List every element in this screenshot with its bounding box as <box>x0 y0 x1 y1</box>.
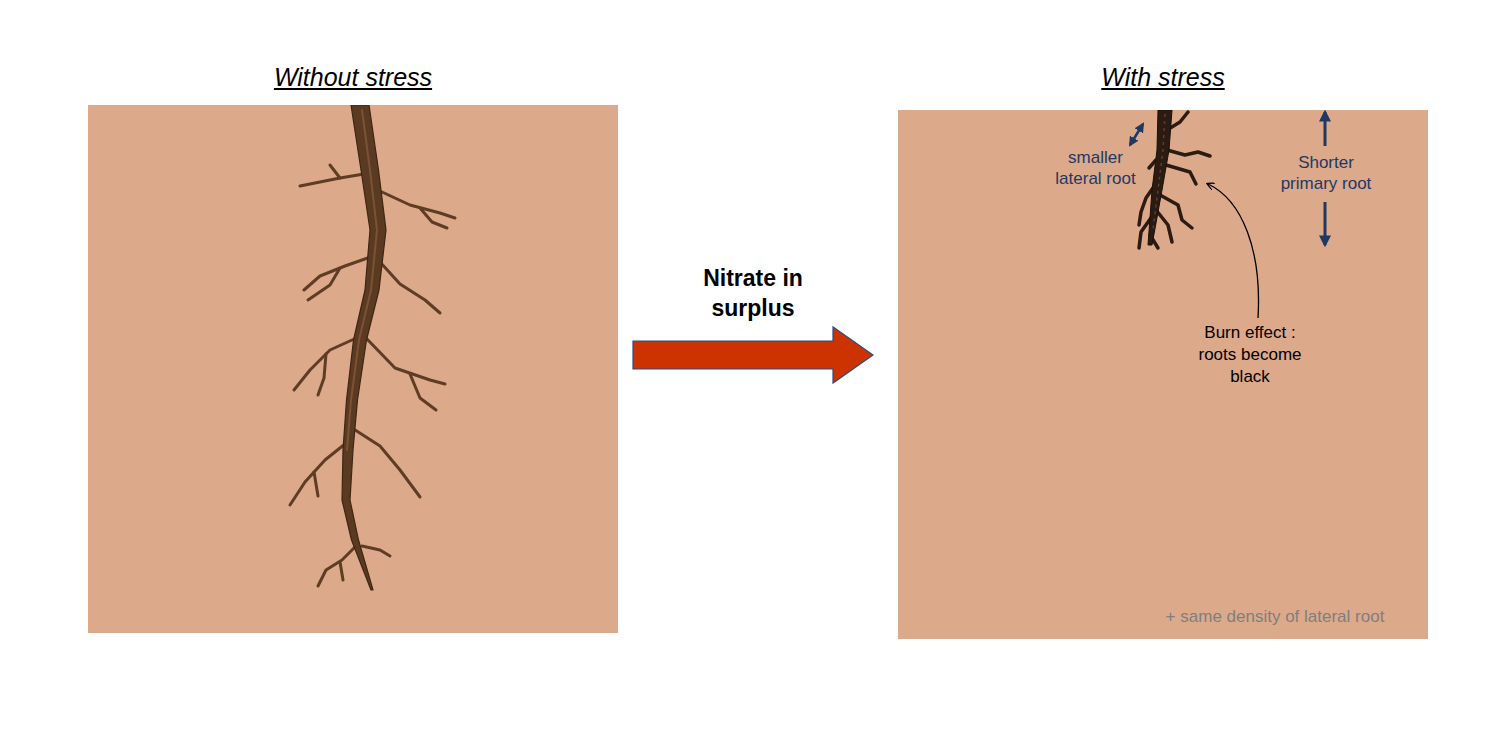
burn-texture <box>1153 114 1165 230</box>
arrow-label: Nitrate in surplus <box>683 263 823 323</box>
up-arrow <box>1324 112 1327 146</box>
lateral-root <box>308 268 340 300</box>
lateral-root <box>420 208 447 228</box>
lateral-root <box>352 428 420 497</box>
primary-root <box>1148 110 1172 245</box>
lateral-root <box>382 192 455 218</box>
lateral-root <box>1156 210 1172 242</box>
lateral-root <box>318 546 356 586</box>
lateral-root <box>318 354 326 395</box>
down-arrow <box>1324 202 1327 245</box>
length-arrow <box>1130 124 1143 145</box>
lateral-root <box>314 472 318 496</box>
lateral-root <box>330 165 340 178</box>
soil-panel-node: Without stress <box>88 55 618 633</box>
lateral-root <box>290 440 350 505</box>
primary-root <box>342 105 386 590</box>
block-arrow <box>633 327 873 383</box>
soil-panel-node: With stress <box>898 55 1428 639</box>
root-highlight <box>347 110 377 450</box>
lateral-root <box>1167 150 1210 156</box>
lateral-root <box>410 374 436 410</box>
dimension-label: smaller lateral root <box>1048 147 1143 189</box>
healthy-root-illustration <box>88 105 618 633</box>
lateral-root <box>1166 165 1196 184</box>
lateral-root <box>366 338 445 384</box>
dimension-label: Shorter primary root <box>1271 152 1381 194</box>
panel-heading: Without stress <box>88 55 618 105</box>
lateral-root <box>380 262 440 313</box>
lateral-root <box>362 546 390 556</box>
callout-label: Burn effect : roots become black <box>1192 322 1308 388</box>
leader-line <box>1208 184 1259 318</box>
note-label: + same density of lateral root <box>1140 606 1410 627</box>
panel-heading: With stress <box>898 55 1428 110</box>
lateral-root <box>340 562 343 580</box>
soil-panel <box>88 105 618 633</box>
